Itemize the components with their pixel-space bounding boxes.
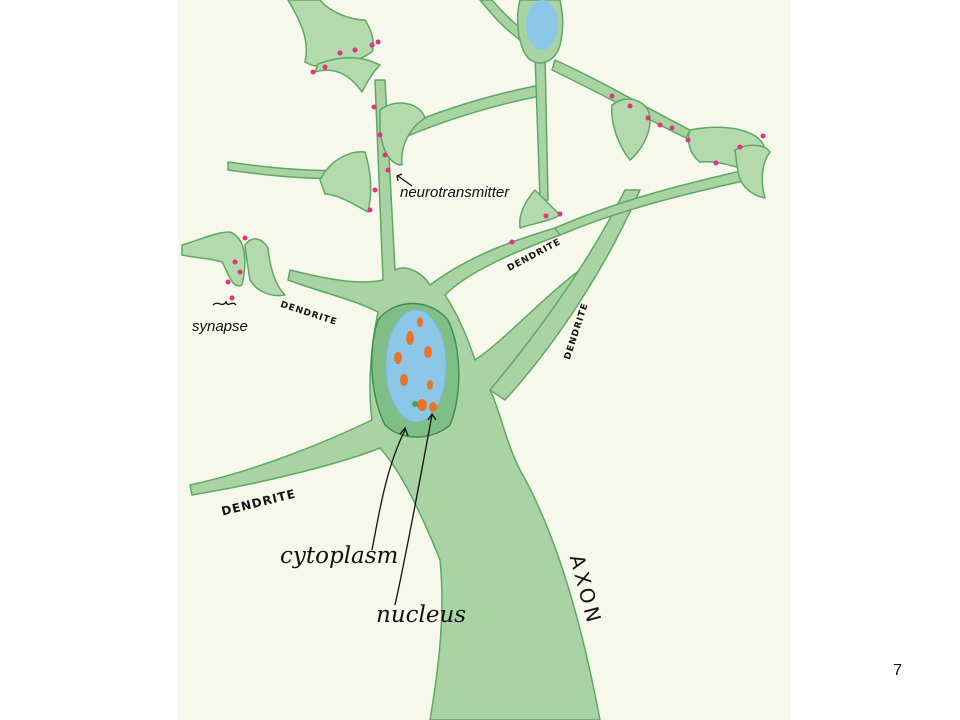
- vesicle: [385, 167, 391, 173]
- nucleolus: [406, 331, 414, 345]
- nucleolus: [429, 402, 437, 412]
- vesicle: [237, 269, 243, 275]
- vesicle: [543, 213, 549, 219]
- terminals: [181, 0, 771, 297]
- vesicle: [382, 152, 388, 158]
- terminal-right-knob: [611, 98, 651, 161]
- vesicle: [760, 133, 766, 139]
- vesicle: [242, 235, 248, 241]
- terminal-top-left-cup: [314, 57, 381, 93]
- terminal-synapse-left: [181, 231, 246, 287]
- neurotransmitter-pointer: [397, 175, 413, 187]
- vesicles: [225, 39, 766, 301]
- nucleoli: [394, 317, 437, 412]
- nucleolus: [417, 399, 427, 411]
- vesicle: [367, 207, 373, 213]
- vesicle: [322, 64, 328, 70]
- label-nucleus: nucleus: [376, 602, 467, 628]
- cytoplasm-pointer: [371, 429, 406, 551]
- pointers: [212, 173, 437, 606]
- label-cytoplasm: cytoplasm: [280, 543, 399, 569]
- vesicle: [352, 47, 358, 53]
- neurotransmitter-pointer-head: [396, 173, 403, 182]
- vesicle: [232, 259, 238, 265]
- nucleolus: [427, 380, 433, 390]
- vesicle: [225, 279, 231, 285]
- page-number: 7: [893, 662, 902, 679]
- nucleus-pointer-head: [427, 412, 437, 421]
- vesicle: [645, 115, 651, 121]
- terminal-synapse-cup: [244, 238, 286, 297]
- vesicle: [713, 160, 719, 166]
- vesicle: [371, 104, 377, 110]
- cytoplasm-pointer-head: [399, 426, 409, 437]
- vesicle: [375, 39, 381, 45]
- nucleolus: [417, 317, 423, 327]
- vesicle: [509, 239, 515, 245]
- terminal-far-right-cup: [734, 144, 771, 199]
- dendrite-branch-right: [489, 189, 641, 401]
- upper-cell-nucleus: [526, 0, 558, 50]
- vesicle: [609, 93, 615, 99]
- vesicle: [337, 50, 343, 56]
- terminal-left-cup: [319, 151, 372, 213]
- nucleolus: [394, 352, 402, 364]
- nucleus: [385, 309, 447, 423]
- vesicle: [627, 103, 633, 109]
- label-neurotransmitter: neurotransmitter: [400, 184, 510, 201]
- nucleolus: [400, 374, 408, 386]
- synapse-bracket: [212, 300, 237, 306]
- vesicle: [229, 295, 235, 301]
- vesicle: [669, 125, 675, 131]
- nucleolus-green: [412, 401, 418, 407]
- nucleolus: [424, 346, 432, 358]
- top-cell-branch-right: [551, 59, 691, 139]
- vesicle: [369, 42, 375, 48]
- vesicle: [310, 69, 316, 75]
- terminal-lower-mid: [518, 189, 561, 229]
- terminal-top-left: [287, 0, 375, 68]
- label-synapse: synapse: [192, 318, 248, 335]
- vesicle: [557, 211, 563, 217]
- vesicle: [737, 144, 743, 150]
- nucleus-pointer: [394, 414, 433, 606]
- vesicle: [377, 132, 383, 138]
- vesicle: [372, 187, 378, 193]
- vesicle: [685, 137, 691, 143]
- vesicle: [657, 122, 663, 128]
- terminal-mid: [379, 102, 426, 166]
